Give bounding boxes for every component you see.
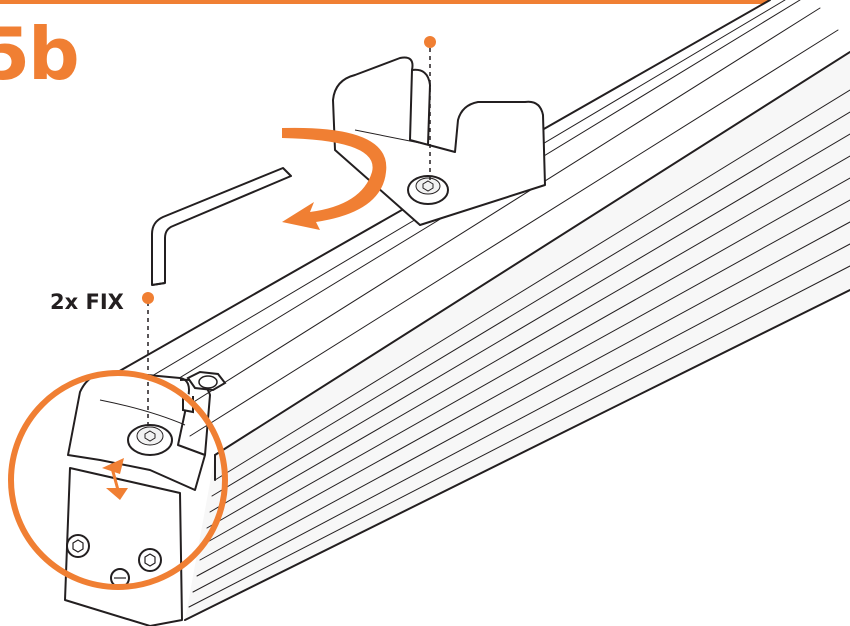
- guide-lines: [147, 48, 431, 430]
- hex-screw-icon: [407, 175, 449, 205]
- guide-dot-top: [424, 36, 436, 48]
- rail-top-face: [95, 0, 850, 455]
- hex-nut-icon: [182, 370, 227, 414]
- rail-side-face: [185, 52, 850, 620]
- rear-bracket: [332, 56, 546, 226]
- top-rule: [0, 0, 850, 4]
- hex-screw-icon: [127, 424, 173, 456]
- rail: [94, 0, 850, 621]
- rotate-arrow-icon: [282, 127, 387, 230]
- adjust-arrows-icon: [102, 458, 128, 500]
- fix-label: 2x FIX: [50, 290, 124, 314]
- guide-dot-left: [142, 292, 154, 304]
- hex-screw-icon: [138, 548, 162, 572]
- step-number: 5b: [0, 12, 80, 96]
- hex-screw-icon: [66, 534, 90, 558]
- allen-key-icon: [151, 167, 292, 286]
- highlight-circle-icon: [8, 370, 228, 590]
